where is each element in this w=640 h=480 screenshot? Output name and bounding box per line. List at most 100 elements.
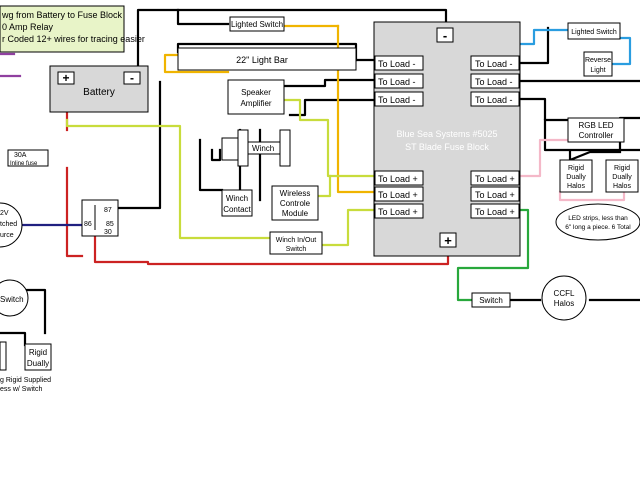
light-bar-wire-2 [336,24,377,194]
svg-text:Winch In/Out: Winch In/Out [276,237,317,244]
svg-text:Dually: Dually [612,174,632,181]
svg-text:Rigid: Rigid [29,348,47,357]
svg-text:To Load -: To Load - [378,59,416,69]
svg-text:2V: 2V [0,210,9,217]
reverse-wires [518,28,632,66]
terminal-neg-right-2: To Load - [470,73,520,89]
svg-text:Inline fuse: Inline fuse [10,161,38,167]
reverse-light: Reverse Light [583,51,613,77]
switched-source: 2V tched urce [0,202,23,248]
svg-text:To Load +: To Load + [378,190,418,200]
winch-in-out-switch: Winch In/Out Switch [269,231,323,255]
ground-wire-main [136,8,448,78]
lighted-switch-top: Lighted Switch [229,16,285,32]
ccfl-wires [456,208,530,302]
power-wire-relay-fuse [93,234,450,266]
terminal-neg-left-1: To Load - [374,55,424,71]
accessory-wire-main [65,118,272,240]
svg-text:RGB LED: RGB LED [578,121,613,130]
svg-text:Speaker: Speaker [241,88,271,97]
svg-text:Light: Light [590,67,605,74]
svg-text:Controller: Controller [579,131,614,140]
rgb-wire-2 [558,190,626,202]
led-strips: LED strips, less than 6" long a piece. 6… [555,203,640,241]
terminal-pos-right-2: To Load + [470,186,520,202]
svg-text:Reverse: Reverse [585,57,611,64]
accessory-wire-winch-switch [320,208,377,247]
fuse-block-negative-symbol: - [443,28,447,43]
terminal-pos-left-1: To Load + [374,170,424,186]
svg-text:CCFL: CCFL [554,289,575,298]
switch-left: Switch [0,279,29,317]
svg-text:To Load -: To Load - [475,59,513,69]
power-wire-inline-relay [65,166,84,258]
svg-text:85: 85 [106,221,114,228]
terminal-neg-left-3: To Load - [374,91,424,107]
svg-text:Winch: Winch [252,144,274,153]
inline-fuse: 30A Inline fuse [7,149,49,167]
svg-text:To Load -: To Load - [475,95,513,105]
svg-text:To Load +: To Load + [378,207,418,217]
ground-wire-amp [282,78,377,88]
misc-wires [0,52,84,227]
fuse-block-positive-symbol: + [444,233,452,248]
note-line-1: wg from Battery to Fuse Block [1,10,123,20]
ground-wire-right-4 [543,118,640,152]
lighted-switch-right: Lighted Switch [567,22,621,40]
ccfl-wire [456,208,530,302]
rigid-dually-halos-2: Rigid Dually Halos [605,159,639,193]
battery-negative-symbol: - [130,71,134,85]
svg-text:Wireless: Wireless [280,189,311,198]
accessory-wire-amp [282,98,377,178]
terminal-neg-right-3: To Load - [470,91,520,107]
svg-text:Dually: Dually [566,174,586,181]
terminal-pos-right-1: To Load + [470,170,520,186]
accessory-wires [65,98,377,247]
fuse-block: - + Blue Sea Systems #5025 ST Blade Fuse… [373,21,521,257]
battery-label: Battery [83,87,115,98]
svg-text:Halos: Halos [554,299,574,308]
ground-wire-winch [288,98,377,117]
speaker-amplifier: Speaker Amplifier [227,79,285,115]
svg-text:To Load +: To Load + [378,174,418,184]
winch: Winch [221,129,291,167]
fuse-block-negative-terminal [436,27,454,43]
svg-text:Switch: Switch [479,296,503,305]
svg-text:Lighted Switch: Lighted Switch [571,29,617,36]
svg-text:To Load -: To Load - [475,77,513,87]
battery-positive-symbol: + [62,71,69,85]
switch-bottom: Switch [471,292,511,308]
battery: + - Battery [49,65,149,113]
svg-text:Switch: Switch [286,246,307,253]
svg-text:tched: tched [0,221,17,228]
svg-text:Controle: Controle [280,199,311,208]
fuse-block-positive-terminal [439,232,457,248]
fuse-block-title-2: ST Blade Fuse Block [405,142,489,152]
svg-text:urce: urce [0,232,14,239]
svg-text:To Load -: To Load - [378,95,416,105]
ground-wire-winch-contact-2 [210,148,222,162]
battery-positive-terminal [57,71,75,85]
svg-text:Rigid: Rigid [614,165,630,172]
rgb-led-controller: RGB LED Controller [567,117,625,143]
svg-text:87: 87 [104,207,112,214]
rigid-dually-halos-1: Rigid Dually Halos [559,159,593,193]
accessory-wire-wireless [316,174,332,198]
winch-contact: Winch Contact [221,189,253,217]
ground-wire-left-2 [0,331,27,347]
terminal-pos-right-3: To Load + [470,203,520,219]
rgb-wires [518,138,626,202]
left-note: g Rigid Supplied ess w/ Switch [0,377,51,393]
svg-text:30A: 30A [14,152,27,159]
svg-text:g Rigid Supplied: g Rigid Supplied [0,377,51,384]
svg-text:LED strips, less than: LED strips, less than [568,215,628,222]
terminal-neg-left-2: To Load - [374,73,424,89]
svg-text:Winch: Winch [226,194,248,203]
ground-wire-winch-contact [198,138,224,192]
rigid-dually-left: Rigid Dually [0,341,52,371]
ground-wire-halos [568,150,622,162]
note-line-3: r Coded 12+ wires for tracing easier [2,34,145,44]
svg-text:Rigid: Rigid [568,165,584,172]
reverse-wire-2 [610,36,632,66]
terminal-pos-left-3: To Load + [374,203,424,219]
